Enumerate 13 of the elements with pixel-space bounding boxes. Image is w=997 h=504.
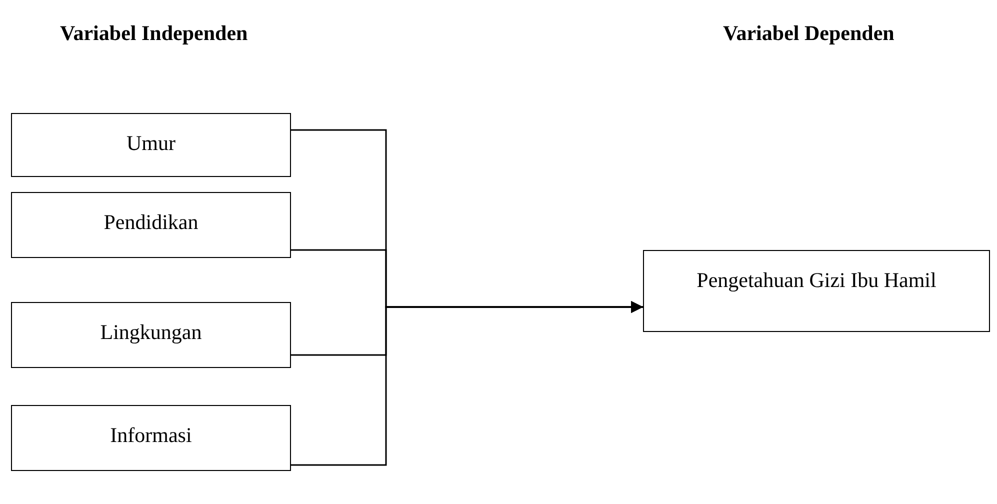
variable-box	[11, 405, 291, 471]
box-label: Umur	[126, 130, 176, 157]
connector-arrow	[291, 301, 643, 466]
variable-box	[11, 302, 291, 368]
box-label: Lingkungan	[100, 319, 202, 346]
box-label: Pendidikan	[104, 209, 198, 236]
box-label: Informasi	[110, 422, 192, 449]
box-label: Pengetahuan Gizi Ibu Hamil	[696, 267, 936, 294]
column-heading: Variabel Independen	[60, 20, 248, 47]
variable-box	[11, 113, 291, 177]
variable-box	[643, 250, 990, 332]
variable-box	[11, 192, 291, 258]
column-heading: Variabel Dependen	[723, 20, 894, 47]
